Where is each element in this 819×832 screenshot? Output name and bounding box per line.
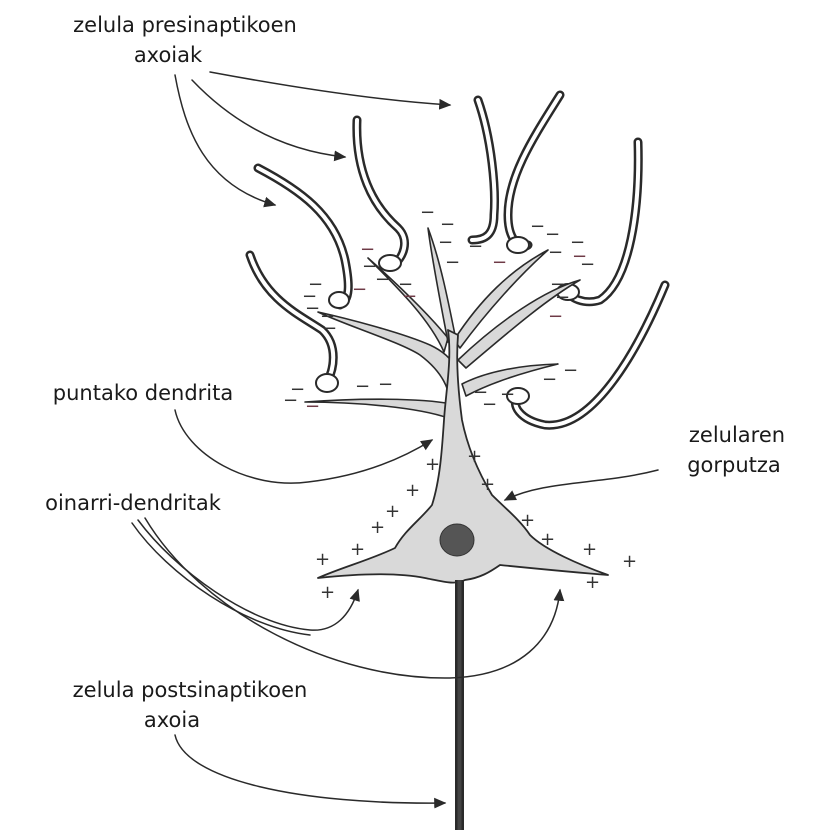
plus-sign: +: [480, 474, 495, 495]
minus-sign: −: [305, 396, 320, 417]
minus-sign: −: [420, 202, 435, 223]
plus-sign: +: [585, 572, 600, 593]
plus-sign: +: [582, 539, 597, 560]
minus-sign: −: [500, 384, 515, 405]
presynaptic-axon-6: [557, 142, 638, 302]
minus-sign: −: [468, 236, 483, 257]
minus-sign: −: [492, 252, 507, 273]
label-presynaptic-axons-line1: zelula presinaptikoen: [73, 13, 297, 37]
minus-sign: −: [482, 394, 497, 415]
arrow-presynaptic-1: [210, 72, 450, 105]
minus-sign: −: [375, 269, 390, 290]
label-basal-dendrites: oinarri-dendritak: [45, 491, 222, 515]
label-postsynaptic-axon-line2: axoia: [144, 708, 200, 732]
label-postsynaptic-axon-line1: zelula postsinaptikoen: [73, 678, 308, 702]
minus-sign: −: [378, 374, 393, 395]
presynaptic-axon-4: [472, 100, 494, 240]
minus-sign: −: [548, 306, 563, 327]
labels: zelula presinaptikoen axoiak puntako den…: [45, 13, 785, 732]
plus-sign: +: [467, 446, 482, 467]
label-cell-body-line2: gorputza: [687, 453, 781, 477]
plus-sign: +: [520, 510, 535, 531]
minus-sign: −: [530, 216, 545, 237]
plus-sign: +: [315, 549, 330, 570]
plus-sign: +: [622, 551, 637, 572]
minus-sign: −: [305, 298, 320, 319]
label-presynaptic-axons-line2: axoiak: [134, 43, 203, 67]
minus-sign: −: [402, 286, 417, 307]
plus-sign: +: [320, 582, 335, 603]
label-cell-body-line1: zelularen: [689, 423, 785, 447]
minus-sign: −: [555, 287, 570, 308]
arrow-cell-body: [505, 470, 658, 500]
minus-sign: −: [563, 360, 578, 381]
arrow-basal-dendrite-left-inner: [132, 523, 310, 635]
plus-sign: +: [405, 480, 420, 501]
arrow-apical-dendrite: [175, 410, 432, 483]
minus-sign: −: [548, 242, 563, 263]
minus-sign: −: [445, 252, 460, 273]
arrow-postsynaptic-axon: [175, 735, 445, 803]
minus-sign: −: [322, 318, 337, 339]
postsynaptic-axon: [455, 580, 464, 830]
arrow-presynaptic-3: [175, 75, 275, 205]
minus-sign: −: [542, 369, 557, 390]
nucleus: [440, 524, 474, 556]
minus-sign: −: [580, 254, 595, 275]
minus-sign: −: [283, 390, 298, 411]
plus-sign: +: [540, 529, 555, 550]
minus-sign: −: [352, 279, 367, 300]
minus-sign: −: [438, 232, 453, 253]
plus-sign: +: [385, 501, 400, 522]
plus-sign: +: [425, 454, 440, 475]
minus-sign: −: [355, 376, 370, 397]
label-apical-dendrite: puntako dendrita: [53, 381, 233, 405]
plus-sign: +: [350, 539, 365, 560]
plus-sign: +: [370, 517, 385, 538]
